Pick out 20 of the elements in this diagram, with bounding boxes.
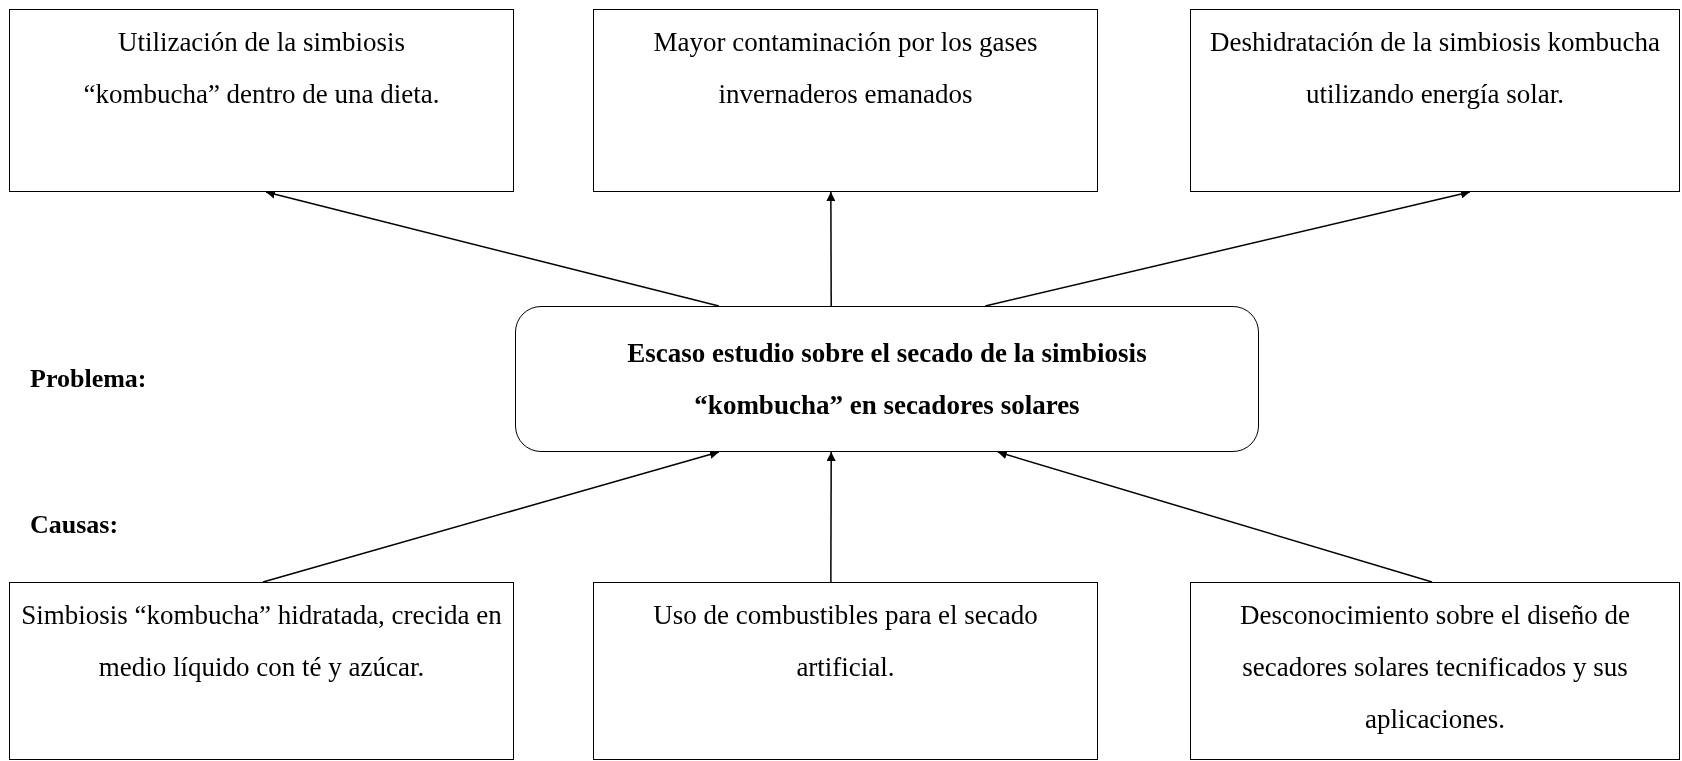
box-text: Deshidratación de la simbiosis kombucha utilizando energía solar. — [1209, 26, 1661, 111]
text-box — [593, 582, 1098, 760]
section-label: Problema: — [30, 364, 147, 394]
box-text: Mayor contaminación por los gases invernaderos emanados — [652, 26, 1039, 111]
arrow — [826, 191, 836, 307]
box-text: Escaso estudio sobre el secado de la simbiosis “kombucha” en secadores solares — [626, 337, 1148, 422]
box-text: Simbiosis “kombucha” hidratada, crecida en medio líquido con té y azúcar. — [20, 599, 503, 684]
box-text: Uso de combustibles para el secado artificial. — [652, 599, 1039, 684]
arrow — [826, 451, 836, 583]
text-box — [1190, 582, 1680, 760]
box-text: Utilización de la simbiosis “kombucha” dentro de una dieta. — [82, 26, 441, 111]
text-box — [9, 582, 514, 760]
text-box — [1190, 9, 1680, 192]
text-box — [9, 9, 514, 192]
arrow — [997, 450, 1433, 583]
box-text: Desconocimiento sobre el diseño de secadores solares tecnificados y sus aplicaciones. — [1239, 599, 1631, 736]
arrow — [262, 450, 720, 583]
section-label: Causas: — [30, 510, 119, 540]
problem-box — [515, 306, 1259, 452]
text-box — [593, 9, 1098, 192]
